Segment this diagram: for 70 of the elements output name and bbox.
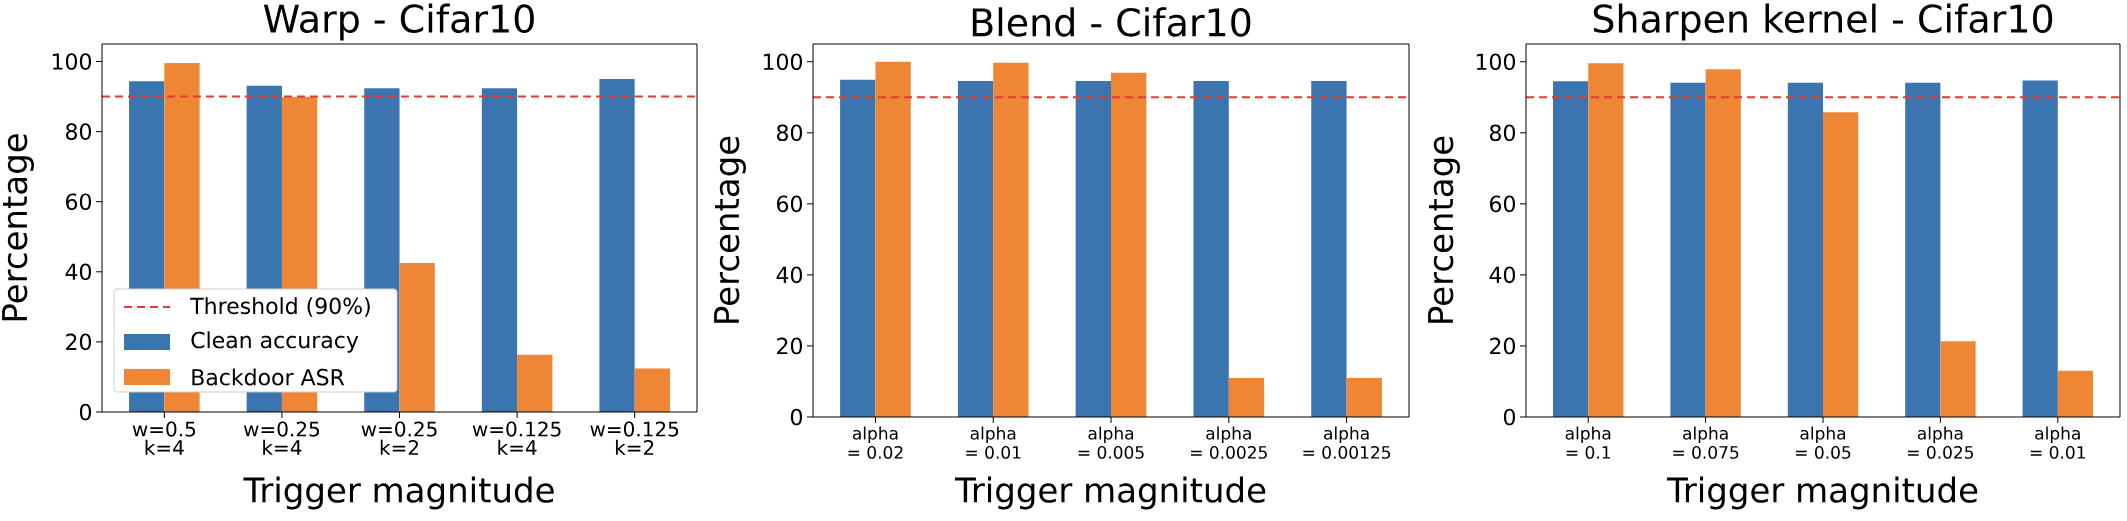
tick-label: w=0.5 k=4	[132, 421, 196, 455]
tick-label: alpha = 0.01	[2030, 426, 2085, 459]
chart-title: Sharpen kernel - Cifar10	[1593, 3, 2053, 41]
axis-title: Percentage	[2, 134, 34, 321]
tick-label: 100	[763, 53, 802, 71]
axis-title: Percentage	[714, 136, 746, 323]
tick-label: alpha = 0.01	[966, 426, 1021, 459]
tick-label: 60	[1490, 195, 1515, 213]
tick-label: 60	[777, 195, 802, 213]
bar	[1905, 82, 1941, 417]
tick-label: alpha = 0.075	[1673, 426, 1739, 459]
tick-label: w=0.125 k=4	[472, 421, 561, 455]
legend-label: Backdoor ASR	[192, 368, 345, 386]
axis-title: Trigger magnitude	[243, 476, 554, 510]
tick-label: 40	[776, 266, 802, 284]
tick-label: 100	[1476, 53, 1515, 71]
bar	[2022, 80, 2058, 417]
bar	[1705, 69, 1741, 417]
bar	[1823, 112, 1859, 417]
bar	[1670, 82, 1706, 417]
tick-label: alpha = 0.00125	[1303, 426, 1391, 459]
axis-title: Percentage	[1428, 136, 1460, 323]
tick-label: 80	[66, 123, 91, 140]
tick-label: 100	[52, 53, 91, 70]
tick-label: alpha = 0.02	[848, 426, 903, 459]
bar	[599, 79, 635, 412]
tick-label: 20	[777, 337, 802, 355]
tick-label: w=0.125 k=2	[590, 421, 679, 455]
tick-label: 40	[1489, 266, 1515, 284]
bar	[993, 62, 1029, 417]
bar	[1193, 80, 1229, 417]
tick-label: alpha = 0.025	[1908, 426, 1974, 459]
bar	[957, 80, 994, 417]
tick-label: alpha = 0.05	[1796, 426, 1851, 459]
bar	[1553, 81, 1589, 417]
tick-label: alpha = 0.1	[1565, 426, 1611, 459]
bar	[840, 79, 876, 417]
bar	[2057, 370, 2093, 417]
chart-title: Warp - Cifar10	[263, 3, 534, 41]
bar	[1346, 377, 1382, 417]
bar	[1588, 63, 1624, 417]
bar	[1228, 377, 1265, 417]
legend-label: Clean accuracy	[191, 331, 359, 353]
tick-label: 80	[1489, 124, 1515, 142]
tick-label: 60	[66, 193, 91, 211]
tick-label: w=0.25 k=4	[243, 421, 319, 455]
tick-label: 80	[777, 124, 802, 142]
tick-label: alpha = 0.0025	[1191, 426, 1267, 459]
bar	[875, 61, 911, 417]
bar	[1111, 72, 1147, 417]
bar	[517, 354, 553, 412]
bar	[1311, 80, 1347, 417]
bar	[1940, 341, 1976, 417]
tick-label: 0	[1503, 408, 1515, 426]
tick-label: 20	[1490, 337, 1515, 355]
chart-title: Blend - Cifar10	[972, 7, 1251, 37]
bar	[1787, 82, 1824, 417]
tick-label: 0	[79, 403, 91, 421]
tick-label: w=0.25 k=2	[361, 421, 437, 455]
legend-label: Threshold (90%)	[190, 297, 370, 317]
tick-label: alpha = 0.005	[1078, 426, 1144, 459]
bar	[1075, 80, 1112, 417]
axis-title: Trigger magnitude	[954, 476, 1266, 510]
bar	[481, 88, 518, 412]
axis-title: Trigger magnitude	[1666, 476, 1978, 510]
bar	[634, 368, 670, 412]
tick-label: 40	[65, 263, 91, 281]
bar	[399, 263, 435, 412]
tick-label: 0	[790, 408, 802, 426]
tick-label: 20	[66, 333, 91, 351]
